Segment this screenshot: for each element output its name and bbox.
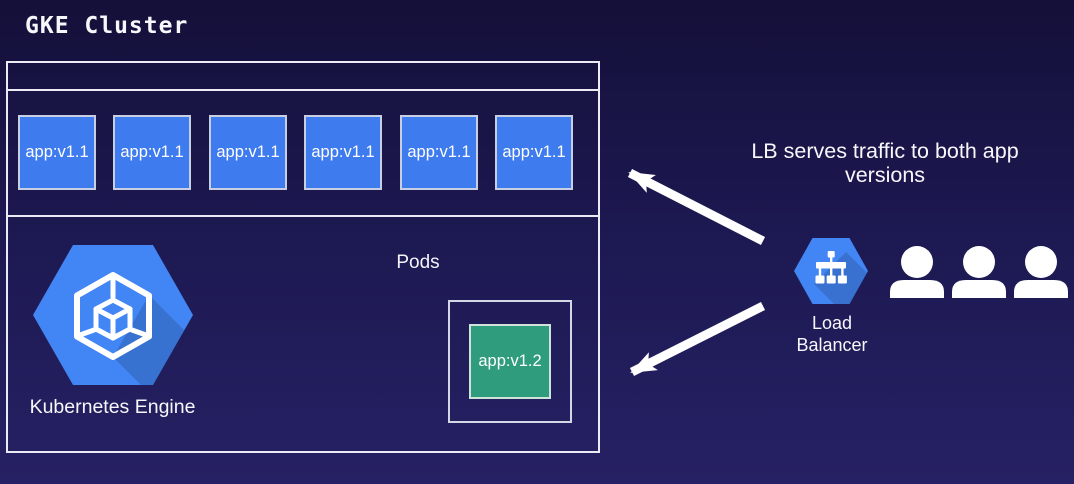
pod-v1-box: app:v1.1 <box>113 115 191 190</box>
pod-v2-box: app:v1.2 <box>469 324 551 399</box>
pod-v1-box: app:v1.1 <box>304 115 382 190</box>
gke-cluster-boundary: app:v1.1 app:v1.1 app:v1.1 app:v1.1 app:… <box>6 61 600 453</box>
load-balancer-label: Load Balancer <box>796 313 868 355</box>
cluster-section-divider <box>8 215 598 217</box>
lb-caption: LB serves traffic to both app versions <box>751 139 1019 188</box>
pod-v1-box: app:v1.1 <box>18 115 96 190</box>
user-icon <box>890 246 944 298</box>
pod-label: app:v1.1 <box>216 143 280 161</box>
pod-label: app:v1.1 <box>407 143 471 161</box>
pods-section-label: Pods <box>396 252 440 273</box>
pod-v1-box: app:v1.1 <box>400 115 478 190</box>
pod-label: app:v1.1 <box>25 143 89 161</box>
pod-v1-box: app:v1.1 <box>209 115 287 190</box>
pod-label: app:v1.1 <box>120 143 184 161</box>
pod-label: app:v1.1 <box>502 143 566 161</box>
page-title: GKE Cluster <box>25 13 189 39</box>
kubernetes-engine-icon <box>33 245 193 385</box>
load-balancer-icon <box>794 238 868 304</box>
pod-label: app:v1.2 <box>478 352 542 370</box>
pod-label: app:v1.1 <box>311 143 375 161</box>
user-icon <box>1014 246 1068 298</box>
users-group <box>890 246 1068 298</box>
arrow-to-v2-pod-icon <box>629 301 766 377</box>
pod-v1-box: app:v1.1 <box>495 115 573 190</box>
cluster-header-divider <box>8 89 598 91</box>
kubernetes-engine-label: Kubernetes Engine <box>29 396 196 418</box>
user-icon <box>952 246 1006 298</box>
pod-v2-outer-box: app:v1.2 <box>448 300 572 423</box>
